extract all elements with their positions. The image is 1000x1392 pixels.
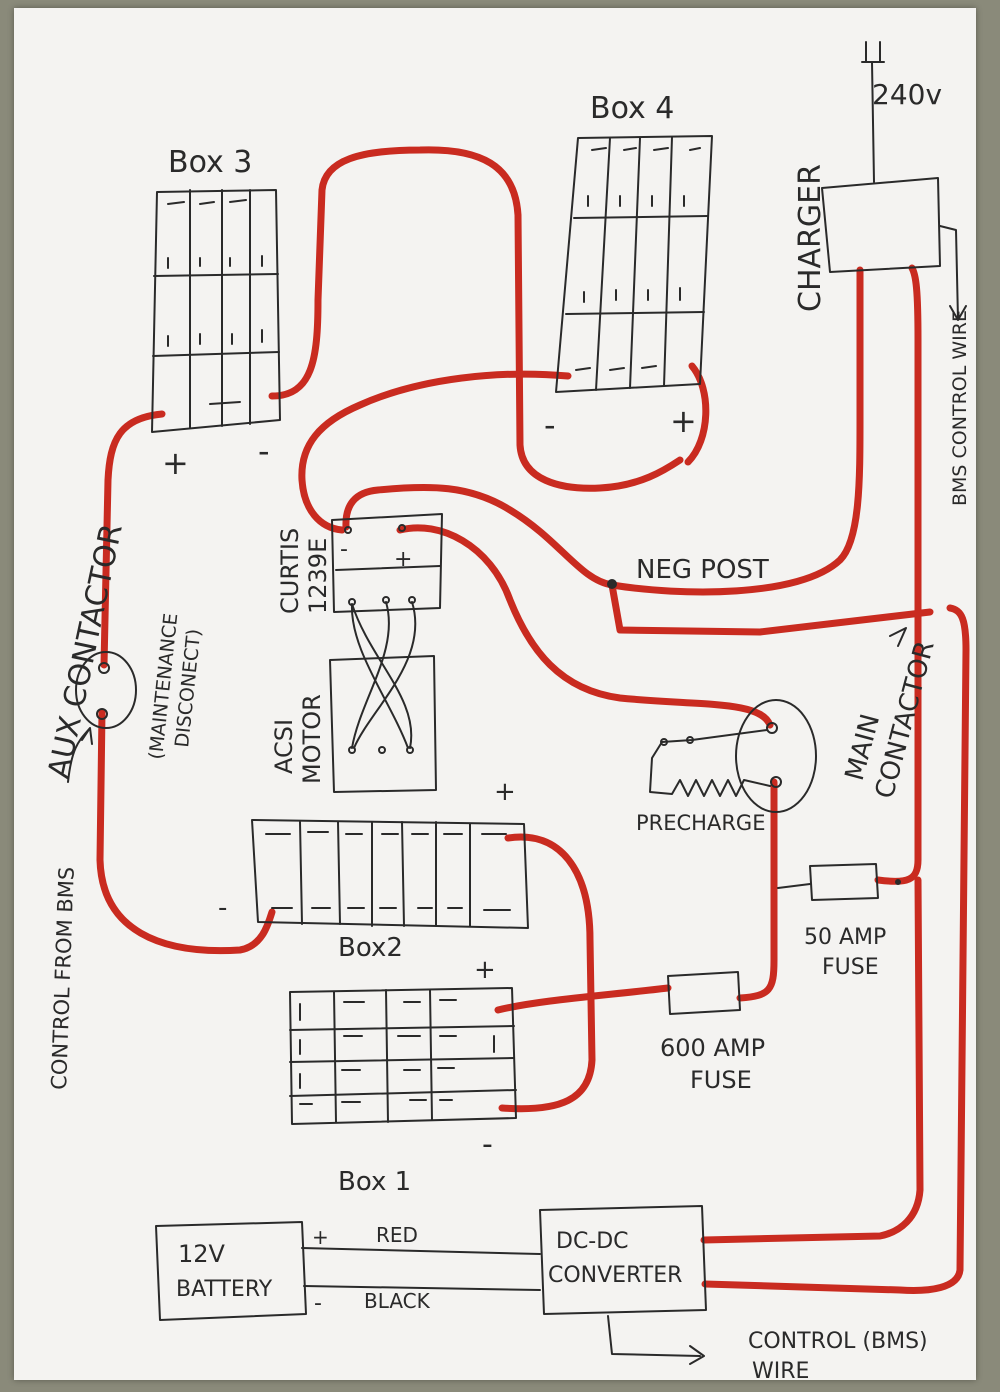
curtis-label: CURTIS <box>276 528 304 614</box>
wire-outer-to-dcdc <box>701 604 970 1294</box>
dcdc-label-b: CONVERTER <box>548 1263 682 1288</box>
bms-control-wire-label: BMS CONTROL WIRE <box>949 310 971 506</box>
wire-600fuse-to-box1 <box>494 984 672 1014</box>
wire-box2-to-box1 <box>498 833 596 1113</box>
curtis-model-label: 1239E <box>304 538 332 614</box>
fuse-50amp <box>777 863 901 901</box>
box2-minus: - <box>218 893 227 923</box>
curtis-minus: - <box>340 537 348 562</box>
box3-label: Box 3 <box>168 145 252 180</box>
fuse50-label-b: FUSE <box>822 955 879 980</box>
wire-50fuse-to-dcdc <box>874 264 922 885</box>
fuse600-label-a: 600 AMP <box>660 1034 765 1062</box>
curtis-controller <box>331 513 443 613</box>
red-wires <box>96 146 970 1294</box>
neg-post-junction <box>607 579 617 589</box>
black-wire-label: BLACK <box>364 1289 431 1313</box>
dcdc-label-a: DC-DC <box>556 1229 629 1254</box>
box3-minus: - <box>258 432 270 470</box>
box2-label: Box2 <box>338 933 403 963</box>
box4-minus: - <box>544 406 556 444</box>
box4-plus: + <box>670 402 697 440</box>
box1-label: Box 1 <box>338 1167 411 1197</box>
paper-sheet <box>14 8 976 1380</box>
box4-battery <box>555 135 713 393</box>
box1-minus: - <box>482 1127 493 1162</box>
wire-charger-to-dcdc <box>700 876 924 1244</box>
aux-contactor-label: AUX CONTACTOR <box>42 521 130 782</box>
wire-aux-to-box2 <box>96 708 276 955</box>
battery-plus: + <box>312 1225 329 1249</box>
battery-minus: - <box>314 1291 322 1316</box>
neg-post-label: NEG POST <box>636 555 769 585</box>
wire-curtis-to-negpost <box>342 483 616 589</box>
ac-motor <box>329 601 437 793</box>
voltage-240-label: 240v <box>872 78 942 111</box>
charger-box <box>821 41 967 321</box>
wire-negpost-to-dcdc <box>608 581 934 636</box>
box3-battery <box>151 189 281 433</box>
labels: Box 3 Box 4 240v CHARGER BMS CONTROL WIR… <box>42 78 971 1384</box>
wire-box3-to-box4 <box>268 146 684 492</box>
main-contactor <box>649 627 907 813</box>
motor-label: MOTOR <box>298 694 326 784</box>
charger-label: CHARGER <box>793 164 828 312</box>
wire-box4-to-curtis <box>298 370 572 534</box>
fuse600-label-b: FUSE <box>690 1066 752 1094</box>
battery-12v <box>155 1221 541 1321</box>
fuse-600amp <box>667 971 741 1015</box>
box3-plus: + <box>162 444 189 482</box>
aux-contactor <box>67 651 137 783</box>
precharge-label: PRECHARGE <box>636 811 765 835</box>
box1-battery <box>289 987 517 1125</box>
control-from-bms-label: CONTROL FROM BMS <box>47 866 79 1090</box>
wire-box4-plus <box>684 362 710 466</box>
red-wire-label: RED <box>376 1223 418 1247</box>
wire-main-to-600fuse <box>736 778 778 1002</box>
wire-box3-to-aux <box>100 410 166 669</box>
fuse50-label-a: 50 AMP <box>804 925 886 950</box>
battery-label-a: 12V <box>178 1240 226 1268</box>
box2-battery <box>251 819 529 929</box>
curtis-plus: + <box>394 547 412 572</box>
acsi-label: ACSI <box>270 719 298 774</box>
control-bms-wire-label-a: CONTROL (BMS) <box>748 1329 928 1354</box>
control-bms-wire-label-b: WIRE <box>752 1359 809 1384</box>
battery-label-b: BATTERY <box>176 1277 273 1302</box>
box1-plus: + <box>474 955 496 985</box>
wire-curtis-to-main <box>396 524 774 729</box>
box2-plus: + <box>494 777 516 807</box>
dcdc-converter <box>539 1205 707 1365</box>
wire-negpost-to-charger <box>608 266 864 596</box>
box4-label: Box 4 <box>590 91 674 126</box>
